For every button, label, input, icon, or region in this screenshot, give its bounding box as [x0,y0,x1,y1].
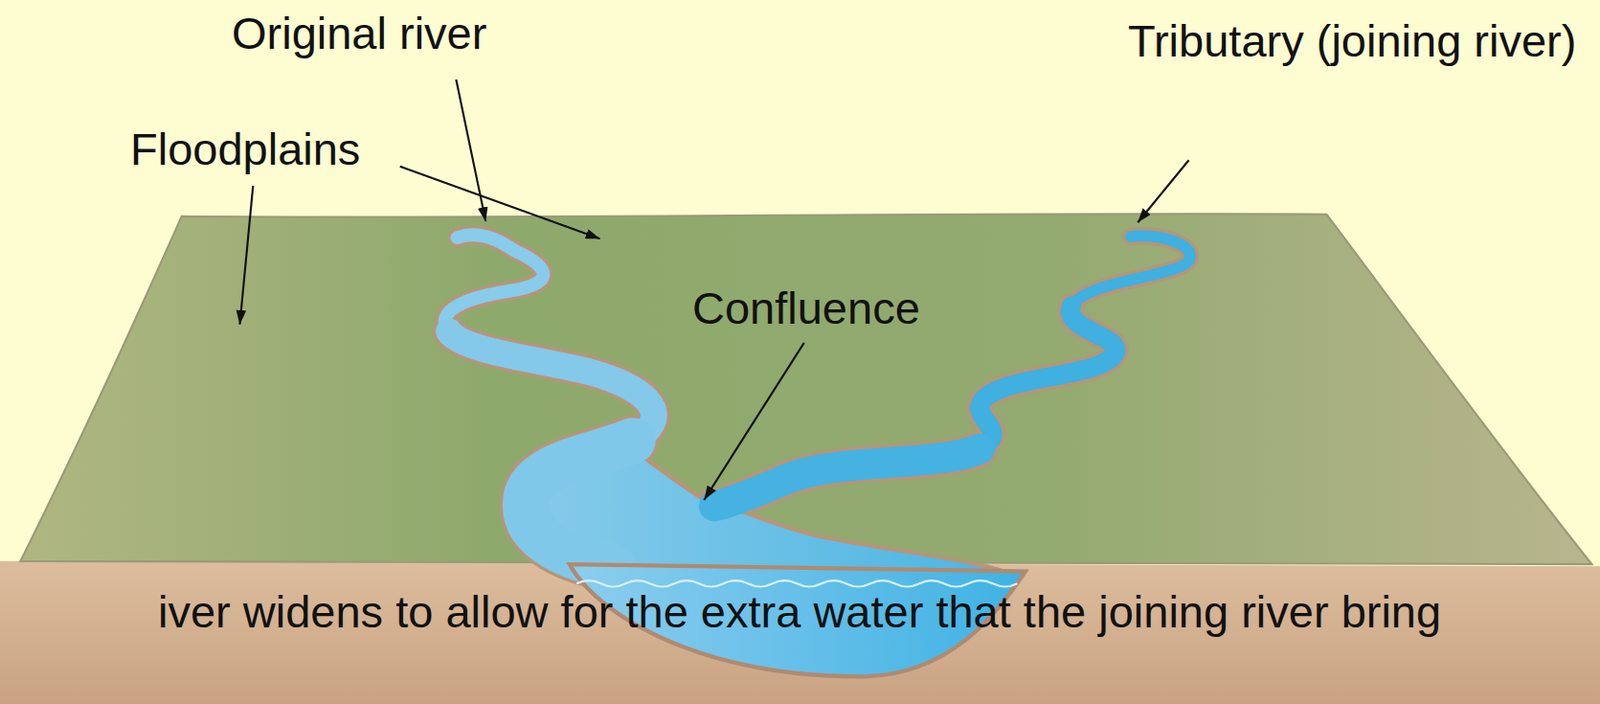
leader-line [703,342,804,500]
tributary-river [1071,235,1191,306]
leader-line [239,185,253,325]
leader-line [1137,159,1189,223]
tributary-river [979,306,1116,450]
river-bank [979,306,1116,450]
river-bank [1071,235,1191,306]
tributary-river [714,449,980,507]
leader-line [455,79,486,222]
original-river [445,234,544,332]
original-river [525,440,633,566]
leader-line [400,166,601,240]
river-bank [445,234,544,332]
part-label: Original river [231,6,487,61]
explanation-note: iver widens to allow for the extra water… [157,585,1442,639]
part-label: Confluence [692,281,921,336]
river-bank [703,449,980,511]
ground-front [0,561,1600,704]
part-label: Tributary (joining river) [1127,14,1588,68]
floodplain-surface [20,213,1592,564]
part-label: Floodplains [130,122,361,177]
water-surface [576,580,1017,586]
